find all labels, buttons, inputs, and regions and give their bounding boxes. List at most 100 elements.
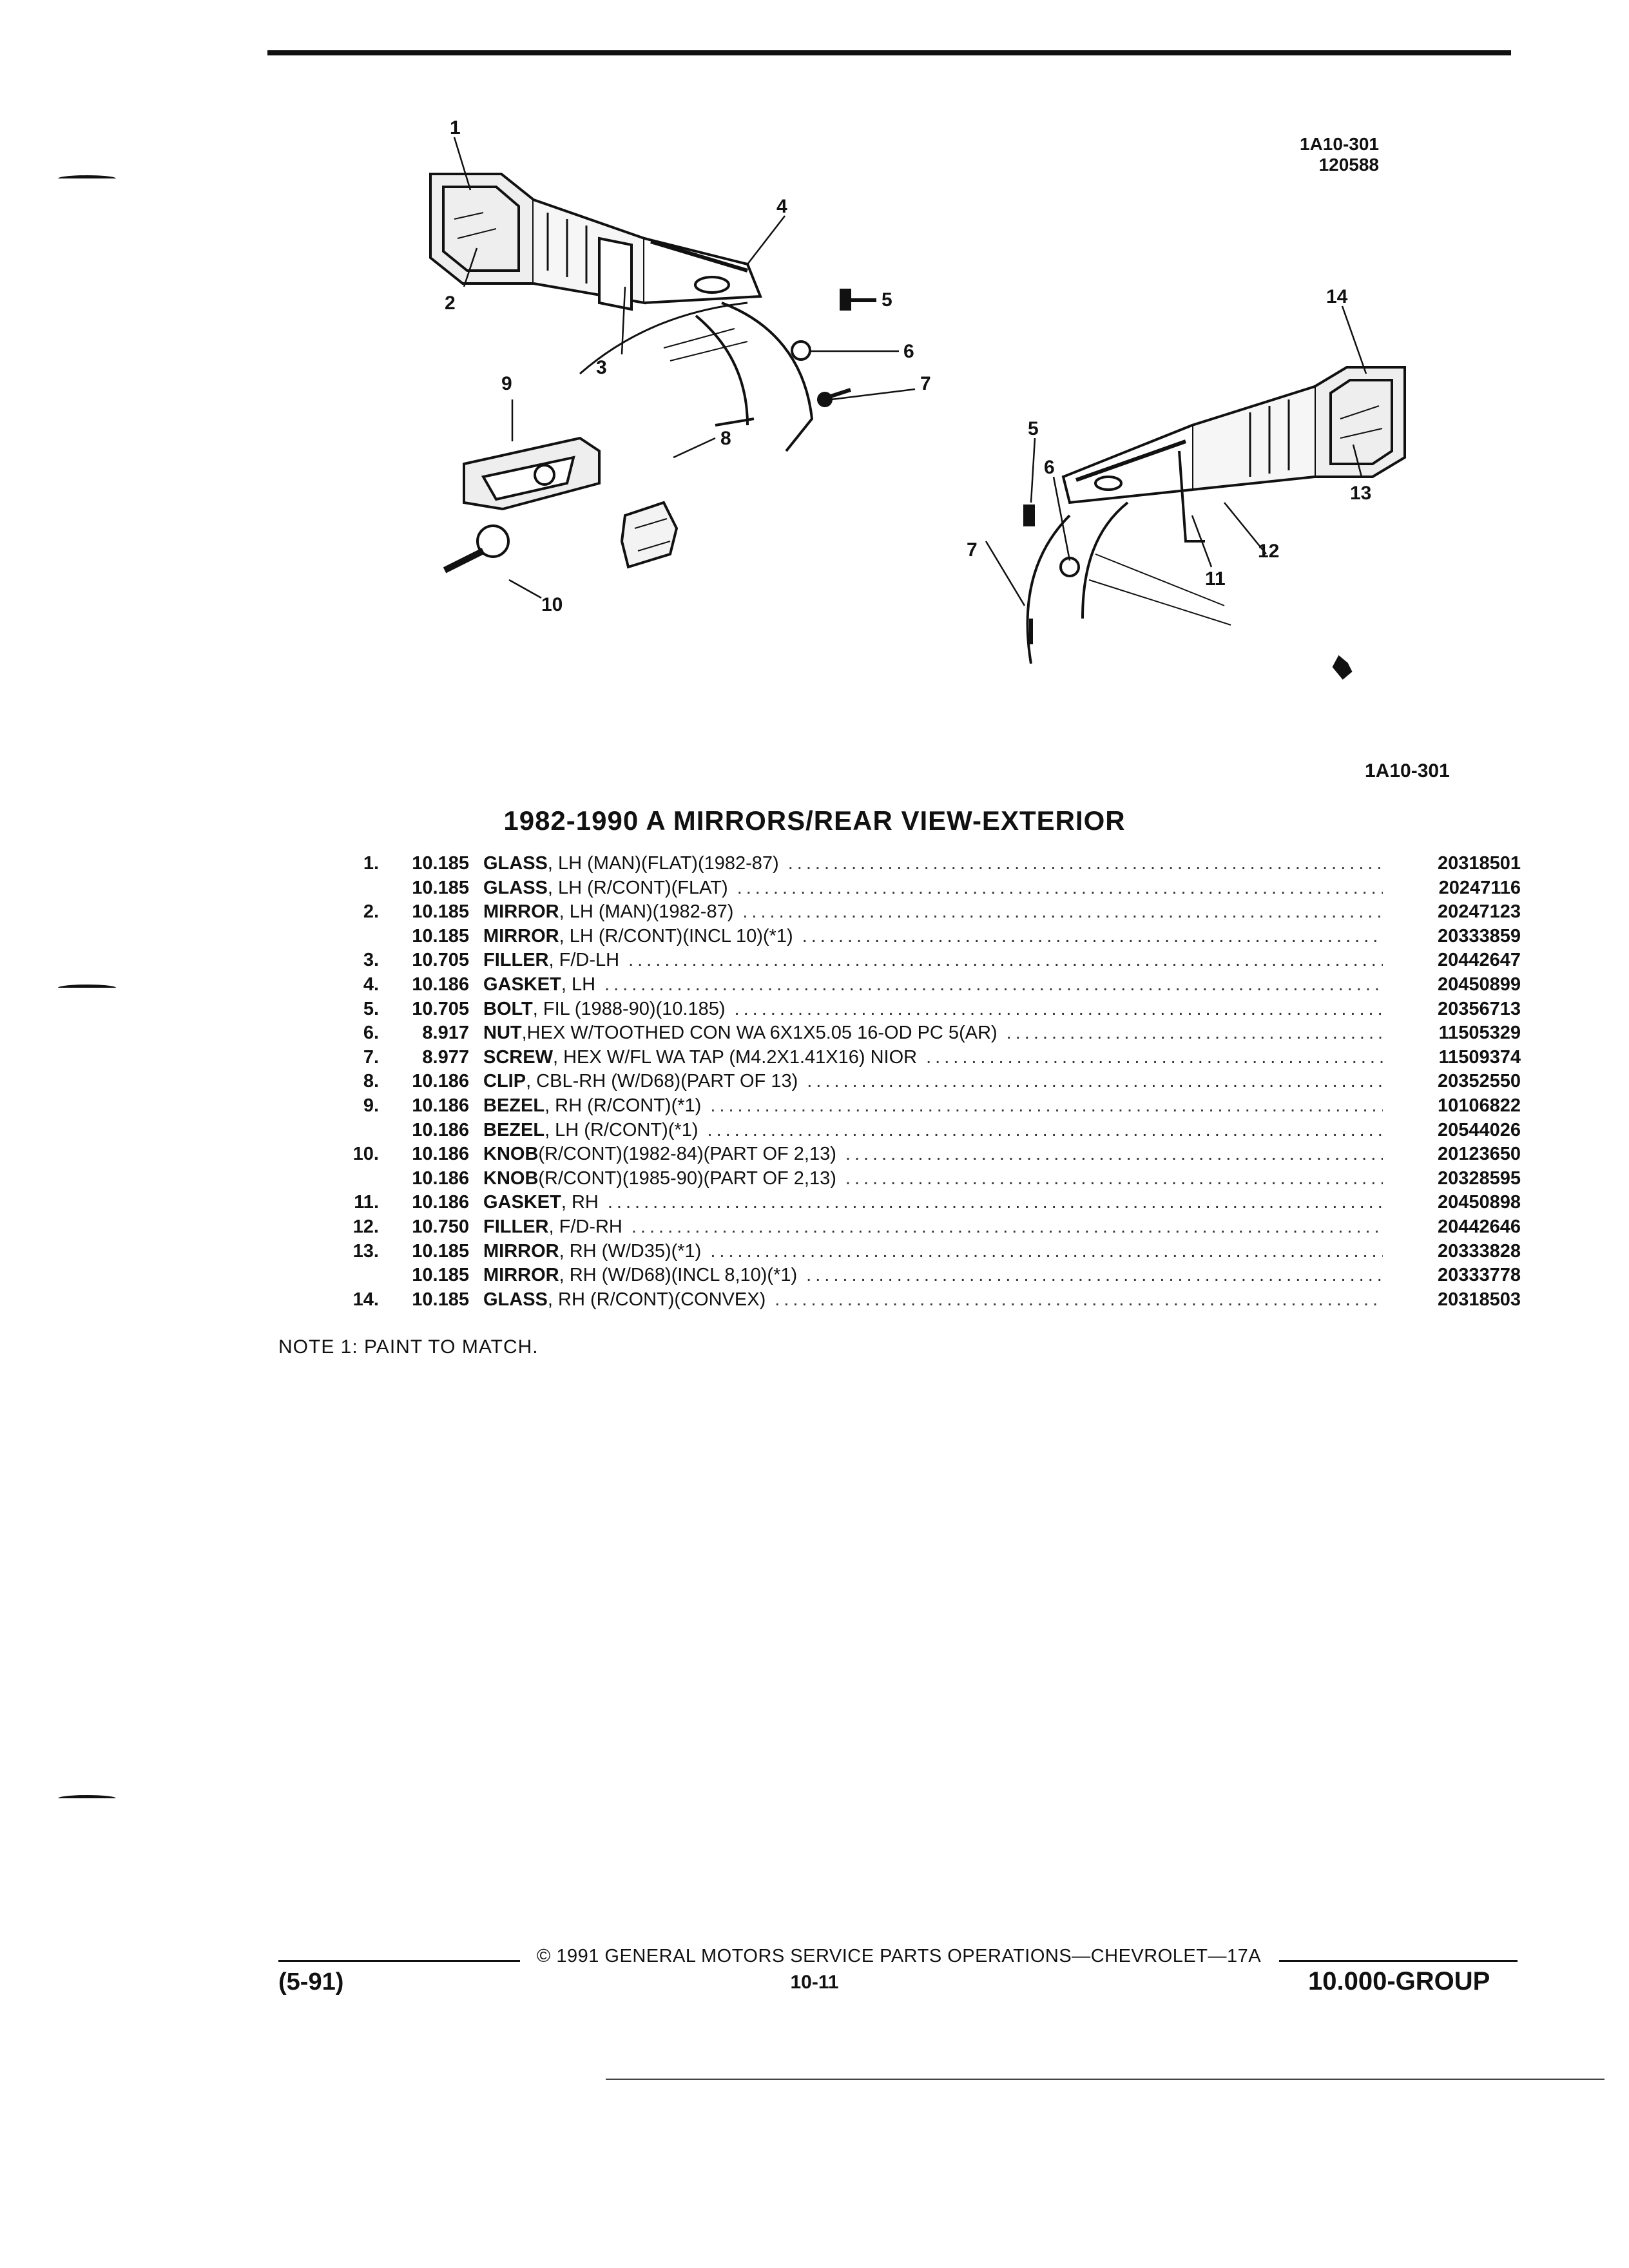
binder-hole-mark xyxy=(58,985,116,991)
part-detail: , LH (R/CONT)(INCL 10)(*1) xyxy=(559,925,793,947)
part-description: BOLT , FIL (1988-90)(10.185) xyxy=(483,997,1392,1022)
diagram-reference-caption: 1A10-301 xyxy=(1365,760,1450,782)
catalog-code: 10.186 xyxy=(412,974,469,995)
part-detail: , FIL (1988-90)(10.185) xyxy=(532,998,726,1019)
part-number: 20328595 xyxy=(1437,1168,1521,1189)
part-number: 20450898 xyxy=(1437,1192,1521,1213)
part-name: MIRROR xyxy=(483,901,559,923)
part-detail: , RH (R/CONT)(*1) xyxy=(545,1095,702,1116)
binder-hole-mark xyxy=(58,1795,116,1802)
part-detail: (R/CONT)(1985-90)(PART OF 2,13) xyxy=(538,1168,836,1189)
note: NOTE 1: PAINT TO MATCH. xyxy=(278,1336,539,1358)
part-number: 20442647 xyxy=(1437,950,1521,971)
callout-13: 13 xyxy=(1350,483,1371,504)
catalog-code: 8.977 xyxy=(422,1046,469,1068)
part-detail: , F/D-LH xyxy=(548,950,620,971)
part-detail: , LH (R/CONT)(*1) xyxy=(545,1119,699,1140)
part-detail: , CBL-RH (W/D68)(PART OF 13) xyxy=(526,1071,798,1092)
catalog-code: 10.186 xyxy=(412,1095,469,1116)
part-name: MIRROR xyxy=(483,925,559,947)
part-detail: , LH (MAN)(FLAT)(1982-87) xyxy=(547,853,779,874)
dot-leader xyxy=(735,997,1383,1022)
item-number: 14. xyxy=(352,1289,379,1310)
bottom-rule xyxy=(606,2079,1605,2080)
part-detail: (R/CONT)(1982-84)(PART OF 2,13) xyxy=(538,1144,836,1165)
item-number: 13. xyxy=(352,1240,379,1262)
part-description: GASKET , LH xyxy=(483,973,1392,997)
item-number: 11. xyxy=(354,1192,379,1213)
part-number: 20333828 xyxy=(1437,1240,1521,1262)
lh-loose-parts xyxy=(443,436,679,573)
item-number: 10. xyxy=(352,1144,379,1165)
part-detail: , LH (MAN)(1982-87) xyxy=(559,901,734,923)
part-description: SCREW , HEX W/FL WA TAP (M4.2X1.41X16) N… xyxy=(483,1046,1392,1070)
revision-date: (5-91) xyxy=(278,1968,344,1995)
catalog-code: 10.185 xyxy=(412,901,469,923)
part-description: MIRROR , LH (R/CONT)(INCL 10)(*1) xyxy=(483,925,1392,949)
catalog-code: 10.185 xyxy=(412,1265,469,1286)
item-number: 2. xyxy=(363,901,379,923)
part-name: KNOB xyxy=(483,1168,539,1189)
part-number: 20247116 xyxy=(1438,877,1521,898)
section-title: 1982-1990 A MIRRORS/REAR VIEW-EXTERIOR xyxy=(503,805,1126,836)
item-number: 8. xyxy=(363,1071,379,1092)
part-name: GLASS xyxy=(483,877,548,898)
part-detail: , F/D-RH xyxy=(548,1216,622,1237)
part-number: 20333859 xyxy=(1437,925,1521,947)
part-detail: , RH xyxy=(561,1192,599,1213)
part-description: MIRROR , RH (W/D35)(*1) xyxy=(483,1240,1392,1264)
part-description: CLIP , CBL-RH (W/D68)(PART OF 13) xyxy=(483,1070,1392,1094)
page-number: 10-11 xyxy=(790,1972,839,1993)
diagram-id: 1A10-301 xyxy=(1300,134,1379,154)
callout-10: 10 xyxy=(541,594,563,615)
part-name: NUT xyxy=(483,1023,522,1044)
group-label: 10.000-GROUP xyxy=(1308,1967,1490,1995)
catalog-code: 10.185 xyxy=(412,1240,469,1262)
part-description: BEZEL , RH (R/CONT)(*1) xyxy=(483,1094,1392,1119)
callout-11: 11 xyxy=(1205,568,1226,590)
parts-row: 1. 10.185 GLASS , LH (MAN)(FLAT)(1982-87) 2… xyxy=(335,852,1521,876)
item-number: 12. xyxy=(352,1216,379,1237)
part-number: 11505329 xyxy=(1438,1023,1521,1044)
callout-6: 6 xyxy=(903,341,914,362)
callout-1: 1 xyxy=(450,117,461,139)
part-name: GLASS xyxy=(483,1289,548,1310)
dot-leader xyxy=(926,1046,1383,1070)
callout-4: 4 xyxy=(776,196,787,217)
part-number: 20318501 xyxy=(1437,853,1521,874)
part-name: GLASS xyxy=(483,853,548,874)
dot-leader xyxy=(845,1142,1383,1167)
dot-leader xyxy=(806,1264,1383,1288)
gm-mark-icon xyxy=(1332,655,1353,680)
item-number: 6. xyxy=(363,1023,379,1044)
part-number: 20352550 xyxy=(1437,1071,1521,1092)
parts-row: 13. 10.185 MIRROR , RH (W/D35)(*1) 20333828 xyxy=(335,1240,1521,1264)
part-name: SCREW xyxy=(483,1046,553,1068)
mirror-exploded-illustration: 1 2 3 4 5 6 7 9 8 10 14 13 5 6 7 12 11 xyxy=(429,117,1406,680)
diagram-date: 120588 xyxy=(1318,155,1379,175)
catalog-code: 10.186 xyxy=(412,1192,469,1213)
dot-leader xyxy=(845,1167,1383,1191)
part-name: BOLT xyxy=(483,998,533,1019)
top-rule xyxy=(267,50,1511,55)
catalog-code: 10.185 xyxy=(412,1289,469,1310)
dot-leader xyxy=(737,876,1383,901)
callout-5: 5 xyxy=(882,289,892,311)
part-name: KNOB xyxy=(483,1144,539,1165)
footer-rule-right xyxy=(1279,1960,1518,1962)
catalog-code: 10.750 xyxy=(412,1216,469,1237)
callout-8: 8 xyxy=(720,428,731,449)
part-description: GLASS , LH (R/CONT)(FLAT) xyxy=(483,876,1392,901)
item-number: 7. xyxy=(363,1046,379,1068)
part-number: 20544026 xyxy=(1437,1119,1521,1140)
part-description: FILLER , F/D-RH xyxy=(483,1215,1392,1240)
item-number: 1. xyxy=(363,853,379,874)
catalog-code: 10.185 xyxy=(412,853,469,874)
dot-leader xyxy=(631,1215,1383,1240)
